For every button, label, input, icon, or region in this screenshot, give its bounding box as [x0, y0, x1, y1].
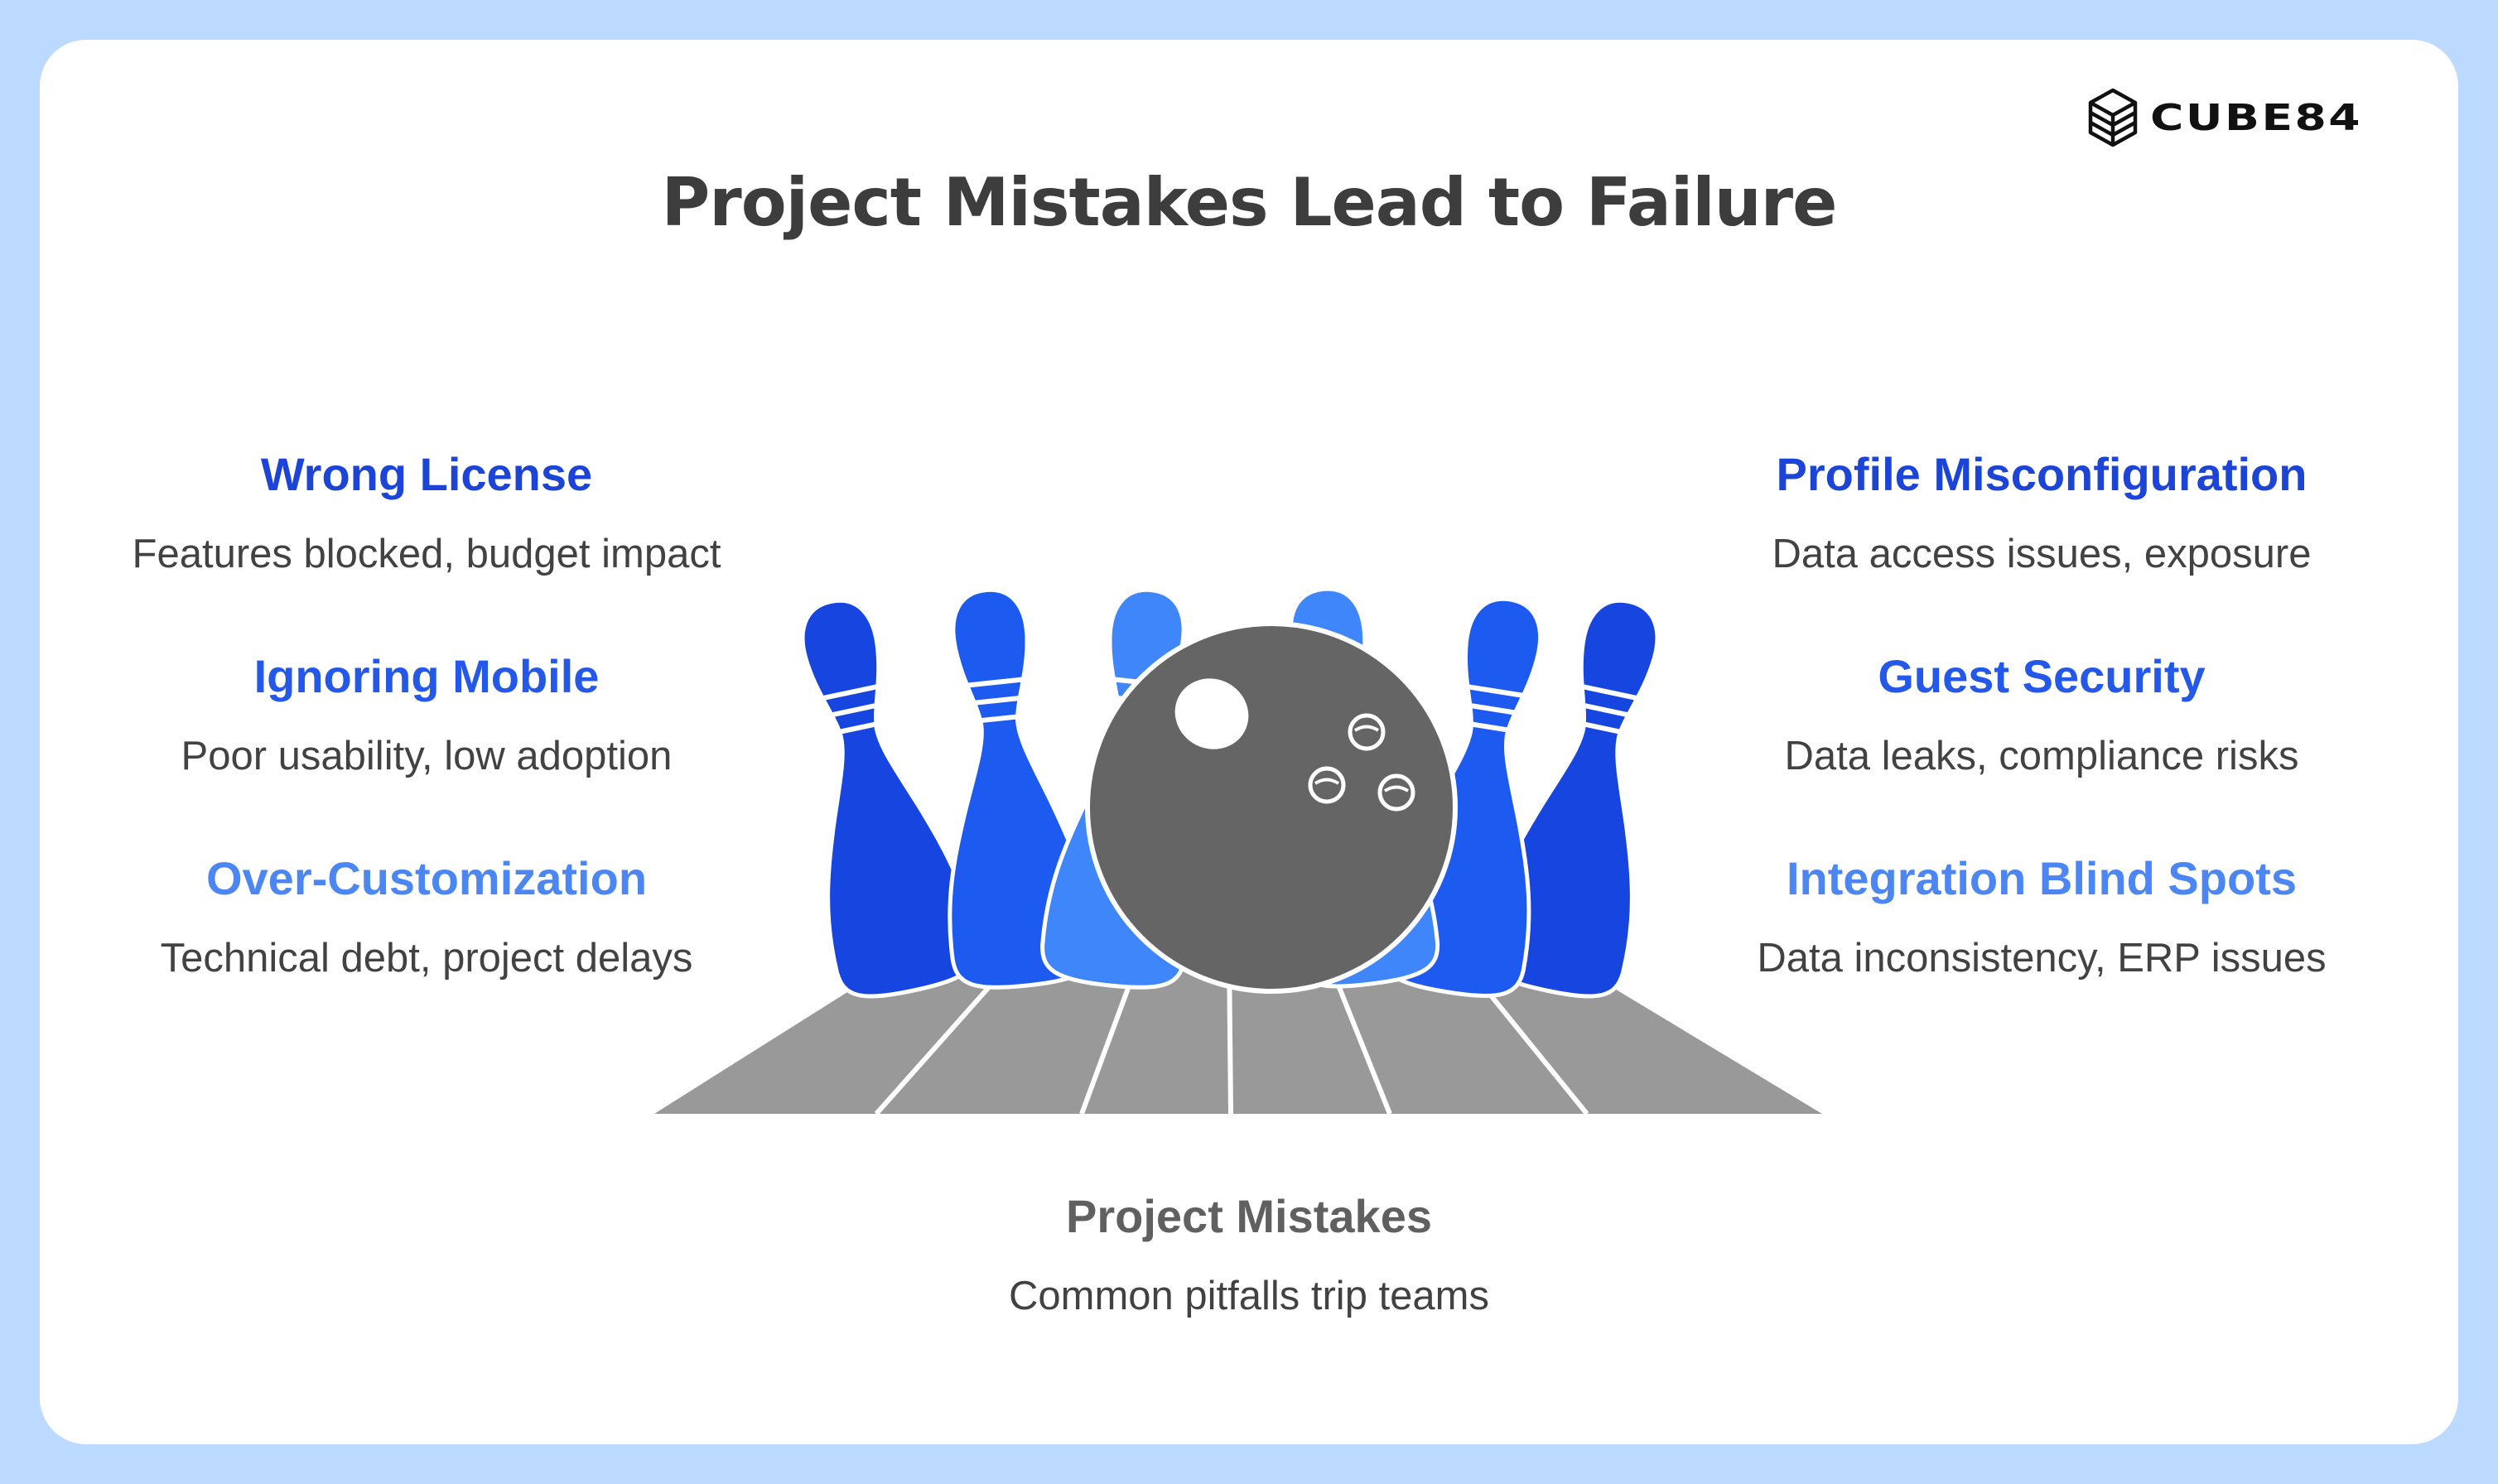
item-description: Common pitfalls trip teams [1008, 1274, 1489, 1318]
item-guest-security: Guest Security Data leaks, compliance ri… [1694, 648, 2389, 782]
bowling-pin-2 [914, 583, 1098, 993]
bowling-pin-5 [1377, 588, 1580, 1003]
item-description: Data inconsistency, ERP issues [1757, 936, 2327, 980]
item-description: Data leaks, compliance risks [1784, 734, 2299, 778]
item-ignoring-mobile: Ignoring Mobile Poor usability, low adop… [79, 648, 774, 782]
item-over-customization: Over-Customization Technical debt, proje… [79, 850, 774, 984]
bowling-pin-1 [761, 587, 983, 1005]
item-profile-misconfiguration: Profile Misconfiguration Data access iss… [1694, 446, 2389, 580]
bowling-pin-6 [1477, 587, 1699, 1005]
item-title: Wrong License [260, 448, 593, 500]
item-title: Integration Blind Spots [1787, 852, 2297, 904]
item-description: Data access issues, exposure [1772, 532, 2312, 576]
item-title: Ignoring Mobile [253, 650, 600, 702]
item-title: Project Mistakes [1066, 1190, 1432, 1242]
item-description: Features blocked, budget impact [132, 532, 721, 576]
brand-logo: CUBE84 [2087, 88, 2361, 147]
page-title: Project Mistakes Lead to Failure [661, 164, 1838, 241]
item-title: Guest Security [1878, 650, 2206, 702]
item-title: Over-Customization [205, 852, 648, 904]
item-wrong-license: Wrong License Features blocked, budget i… [79, 446, 774, 580]
bowling-illustration [654, 414, 1822, 1115]
item-integration-blind-spots: Integration Blind Spots Data inconsisten… [1694, 850, 2389, 984]
item-title: Profile Misconfiguration [1776, 448, 2308, 500]
item-description: Poor usability, low adoption [181, 734, 673, 778]
item-description: Technical debt, project delays [160, 936, 693, 980]
cube-stripes-logo-icon [2088, 88, 2138, 147]
brand-name: CUBE84 [2150, 96, 2363, 139]
bowling-ball [1085, 621, 1458, 994]
item-project-mistakes: Project Mistakes Common pitfalls trip te… [901, 1188, 1597, 1322]
